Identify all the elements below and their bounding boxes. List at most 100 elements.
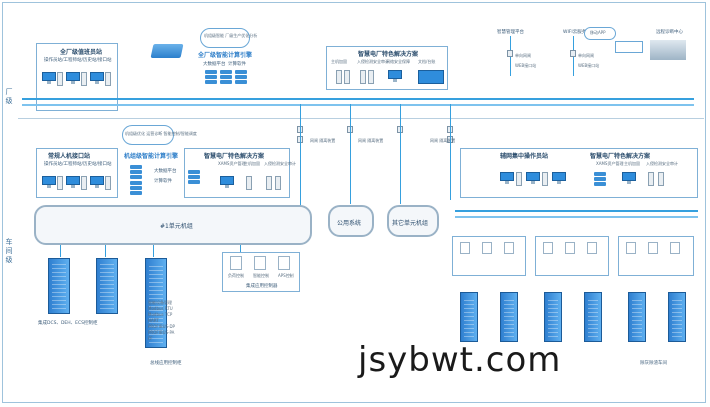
controller-icon xyxy=(278,256,290,270)
workstation-icon xyxy=(622,172,636,184)
remote-box xyxy=(615,41,643,53)
link-line xyxy=(60,245,61,257)
controller-icon xyxy=(254,256,266,270)
remote-label: 远程诊断中心 xyxy=(656,30,683,35)
aux-solution-item: XAMS资产管理 xyxy=(596,161,624,166)
workstation-icon xyxy=(66,176,80,188)
tower-icon xyxy=(658,172,664,186)
plant-solution-item: 入侵检测安全审计 xyxy=(357,59,389,64)
link-line xyxy=(153,245,154,257)
controller-icon xyxy=(565,242,575,254)
server-icon xyxy=(130,165,142,179)
dcs-cabinet xyxy=(48,258,70,314)
level-divider xyxy=(18,118,704,119)
plant-level-label: 厂级 xyxy=(5,88,13,105)
fieldbus-label: 总线应用控制柜 xyxy=(150,361,182,366)
unit-ops-station-box xyxy=(36,148,118,198)
fieldbus-item: FF xyxy=(148,336,153,341)
plant-ops-station-sub: 操作员站/工程师站/历史站/接口站 xyxy=(44,58,112,63)
plant-compute-sub1: 大数据平台 xyxy=(203,62,226,67)
mobile-label: 移动APP xyxy=(590,30,606,35)
controller-icon xyxy=(230,256,242,270)
plant-bus-a xyxy=(22,98,694,100)
remote-center-image xyxy=(650,40,686,60)
wifi-label: WIFI云服务 xyxy=(563,30,587,35)
diagram-frame xyxy=(2,2,706,403)
workstation-icon xyxy=(42,176,56,188)
server-icon xyxy=(205,70,217,84)
aux-solution-item: 主机加固 xyxy=(624,161,640,166)
public-ring xyxy=(328,205,374,237)
gateway-icon xyxy=(507,50,513,57)
tower-icon xyxy=(81,72,87,86)
ash-label: 除灰除渣车间 xyxy=(640,361,667,366)
gateway-label: 网闸 隔离装置 xyxy=(310,138,336,143)
plant-compute-title: 全厂级智能计算引擎 xyxy=(198,52,253,59)
unit-compute-sub2: 计算软件 xyxy=(154,179,172,184)
unit-solution-item: XAMS资产管理 xyxy=(218,161,246,166)
plant-cloud xyxy=(200,28,250,48)
unit-compute-title: 机组级智能计算引擎 xyxy=(124,153,179,160)
unit-ring-label: #1单元机组 xyxy=(160,223,193,230)
aux-cabinet xyxy=(668,292,686,342)
tower-icon xyxy=(336,70,342,84)
unit-ops-station-title: 常规人机接口站 xyxy=(48,153,91,160)
tower-icon xyxy=(648,172,654,186)
server-icon xyxy=(235,70,247,84)
plant-bus-b xyxy=(22,104,694,106)
aux-cabinet xyxy=(628,292,646,342)
aux-ops-station-title: 辅网集中操作员站 xyxy=(500,153,549,160)
aux-cabinet xyxy=(460,292,478,342)
tower-icon xyxy=(360,70,366,84)
public-label: 公用系统 xyxy=(337,220,362,227)
fieldbus-item: PROFIBUS-PA xyxy=(148,330,175,335)
workstation-icon xyxy=(388,70,402,82)
fieldbus-item: Modbus TCP xyxy=(148,312,173,317)
aux-bus-a xyxy=(455,210,698,212)
workstation-icon xyxy=(66,72,80,84)
tower-icon xyxy=(105,176,111,190)
server-icon xyxy=(220,70,232,84)
web-item: WEB接口站 xyxy=(515,63,537,68)
monitor-wall-icon xyxy=(418,70,444,84)
gateway-icon xyxy=(570,50,576,57)
aux-bus-b xyxy=(455,216,698,218)
plant-solution-item: 网络安全保障 xyxy=(386,59,410,64)
controller-icon xyxy=(670,242,680,254)
workshop-level-label: 车间级 xyxy=(5,238,13,264)
tower-icon xyxy=(275,176,281,190)
unit-solution-item: 主机加固 xyxy=(244,161,260,166)
unit-solution-title: 智慧电厂特色解决方案 xyxy=(204,153,265,160)
tower-icon xyxy=(368,70,374,84)
fieldbus-item: 智能设备管理 xyxy=(148,300,172,305)
smart-mgmt-label: 智慧管理平台 xyxy=(497,30,524,35)
tower-icon xyxy=(57,176,63,190)
aux-cabinet xyxy=(500,292,518,342)
tower-icon xyxy=(105,72,111,86)
plant-solution-item: 主机加固 xyxy=(331,59,347,64)
tower-icon xyxy=(266,176,272,190)
tower-icon xyxy=(57,72,63,86)
workstation-icon xyxy=(90,176,104,188)
workstation-icon xyxy=(90,72,104,84)
other-ring xyxy=(387,205,439,237)
workstation-icon xyxy=(552,172,566,184)
controller-icon xyxy=(543,242,553,254)
unit-solution-box xyxy=(184,148,290,198)
controller-item: APS控制 xyxy=(278,273,294,278)
controller-item: 智能控制 xyxy=(253,273,269,278)
link-line xyxy=(450,104,451,200)
unit-cloud xyxy=(122,125,174,145)
plant-cloud-text: 机组级智能 厂级生产优化分析 xyxy=(204,33,258,38)
link-line xyxy=(350,104,351,204)
tower-icon xyxy=(516,172,522,186)
unit-ring xyxy=(34,205,312,245)
plant-compute-sub2: 计算软件 xyxy=(228,62,246,67)
controller-icon xyxy=(460,242,470,254)
controller-icon xyxy=(482,242,492,254)
unit-compute-sub1: 大数据平台 xyxy=(154,169,177,174)
controller-icon xyxy=(504,242,514,254)
fieldbus-item: HART xyxy=(148,318,159,323)
controller-icon xyxy=(587,242,597,254)
watermark-text: jsybwt.com xyxy=(358,340,562,380)
